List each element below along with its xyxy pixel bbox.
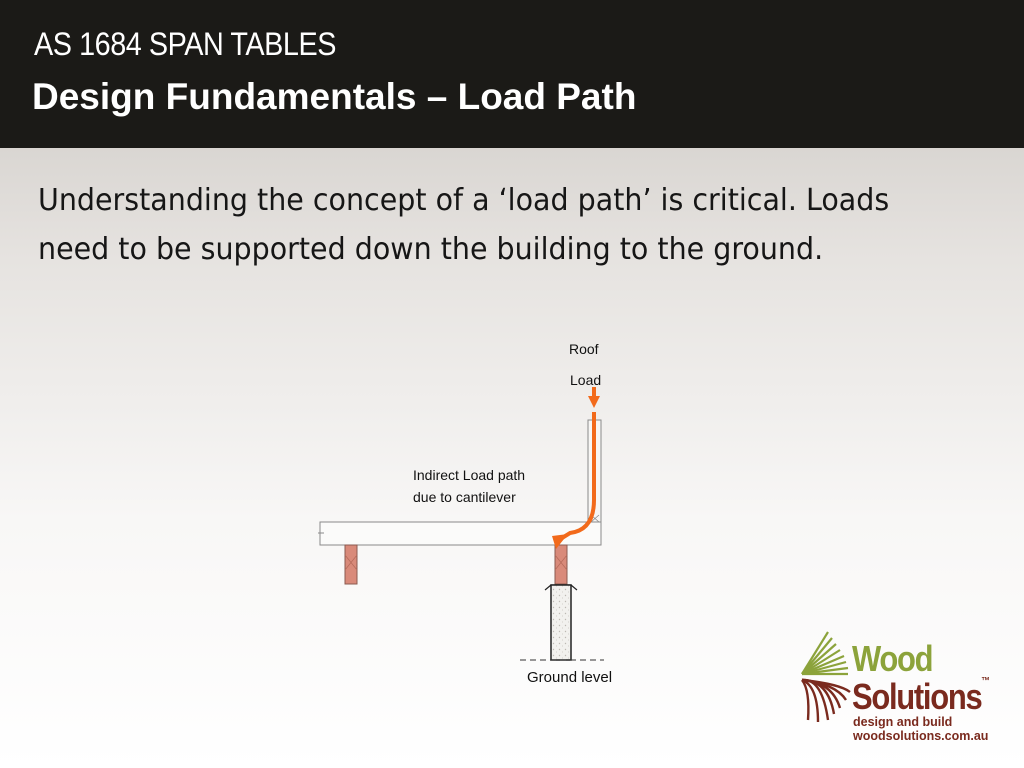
stud-cross-mark (590, 514, 600, 523)
concrete-pier (550, 584, 572, 661)
logo-trademark: ™ (981, 676, 991, 687)
load-label: Load (570, 372, 602, 388)
left-timber-post (344, 544, 358, 585)
slide-title: AS 1684 SPAN TABLES (34, 26, 337, 62)
indirect-load-path-arrowhead (552, 534, 568, 549)
logo-wordmark-wood: Wood (852, 638, 934, 679)
indirect-load-path-label: Indirect Load path (413, 467, 526, 483)
roof-label: Roof (569, 341, 599, 357)
roof-load-arrowhead (588, 396, 600, 408)
logo-solutions-text: Solutions (852, 676, 983, 717)
ground-level-label: Ground level (527, 669, 613, 686)
right-timber-post (554, 544, 568, 585)
post-grain (554, 554, 568, 571)
woodsolutions-logo: Wood Solutions™ design and build woodsol… (798, 628, 1008, 748)
logo-tagline: design and build (853, 715, 953, 729)
body-paragraph: Understanding the concept of a ‘load pat… (38, 183, 890, 267)
cantilever-label: due to cantilever (413, 489, 516, 505)
slide-header: AS 1684 SPAN TABLES Design Fundamentals … (0, 0, 1024, 148)
logo-emblem-icon (801, 631, 851, 723)
logo-wordmark-solutions: Solutions™ (852, 676, 990, 718)
logo-url: woodsolutions.com.au (853, 729, 989, 743)
indirect-load-path-arrow (560, 412, 596, 540)
slide-subtitle: Design Fundamentals – Load Path (32, 76, 637, 117)
post-grain (344, 554, 358, 571)
